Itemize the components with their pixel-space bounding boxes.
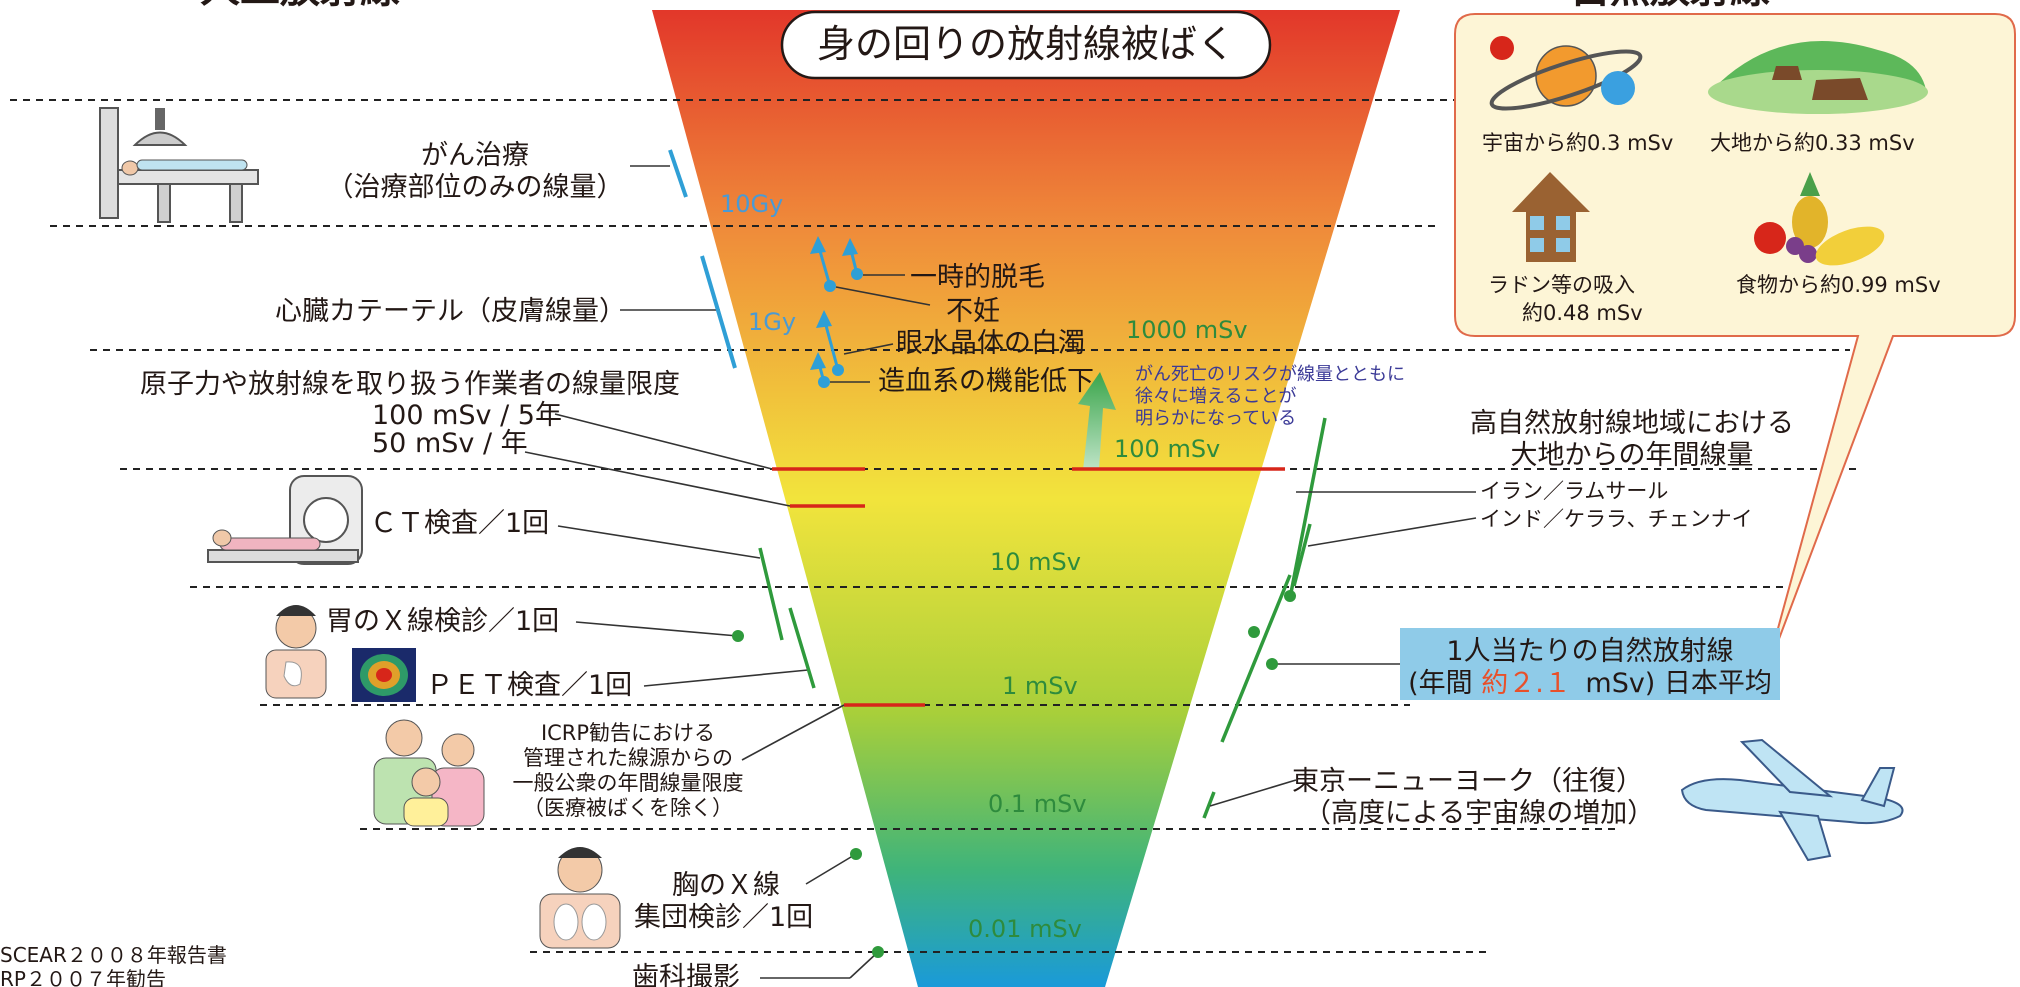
dose-limit-lines <box>772 467 1285 707</box>
family-icon <box>373 719 485 827</box>
ct-scanner-icon <box>207 475 363 565</box>
icrp-limit-line-3: 一般公衆の年間線量限度 <box>513 771 744 795</box>
planet-icon <box>1489 36 1643 111</box>
chest-xray-label: 胸のＸ線 <box>672 870 780 901</box>
cancer-risk-line-2: 徐々に増えることが <box>1135 386 1296 407</box>
scale-label-10gy: 10Gy <box>720 190 783 218</box>
scale-label-1msv: 1 mSv <box>1002 672 1078 700</box>
high-background-area-sublabel: 大地からの年間線量 <box>1511 440 1754 471</box>
ct-exam-label: ＣＴ検査／1回 <box>370 508 549 539</box>
japan-average-value: 約２.１ <box>1481 668 1571 699</box>
cancer-treatment-label: がん治療 <box>421 140 529 171</box>
scale-label-0.01msv: 0.01 mSv <box>968 915 1082 943</box>
natural-radiation-box <box>1454 13 2016 677</box>
dental-xray-label: 歯科撮影 <box>632 962 740 987</box>
worker-limit-label: 原子力や放射線を取り扱う作業者の線量限度 <box>140 369 680 400</box>
worker-limit-5yr: 100 mSv / 5年 <box>372 400 562 431</box>
icrp-limit-line-4: （医療被ばくを除く） <box>523 796 733 820</box>
icrp-limit-line-1: ICRP勧告における <box>541 721 715 745</box>
india-kerala-label: インド／ケララ、チェンナイ <box>1480 507 1753 531</box>
ground-horses-icon <box>1708 41 1928 114</box>
airplane-icon <box>1680 738 1904 862</box>
tokyo-ny-flight-label: 東京ーニューヨーク（往復） <box>1292 766 1643 797</box>
radiotherapy-icon <box>99 107 259 223</box>
scale-label-1gy: 1Gy <box>748 308 796 336</box>
cancer-treatment-sublabel: （治療部位のみの線量） <box>327 172 624 203</box>
scale-lines <box>10 99 1860 953</box>
japan-average-line-2: (年間 約２.１ mSv) 日本平均 <box>1408 668 1772 699</box>
pet-exam-label: ＰＥＴ検査／1回 <box>426 670 632 701</box>
ground-radiation-label: 大地から約0.33 mSv <box>1710 131 1915 155</box>
effect-cataract: 眼水晶体の白濁 <box>896 328 1085 359</box>
effect-arrows <box>810 236 931 388</box>
house-icon <box>1512 172 1590 262</box>
page-title: 身の回りの放射線被ばく <box>817 22 1235 66</box>
scale-label-100msv: 100 mSv <box>1114 435 1220 463</box>
pet-scan-image-icon <box>352 648 416 702</box>
scale-label-1000msv: 1000 mSv <box>1126 316 1248 344</box>
japan-average-box <box>1400 628 1780 700</box>
effect-hematopoietic: 造血系の機能低下 <box>878 366 1094 397</box>
high-background-area-label: 高自然放射線地域における <box>1470 408 1794 439</box>
effect-hair-loss: 一時的脱毛 <box>910 262 1045 293</box>
stomach-xray-person-icon <box>265 605 327 699</box>
radon-value: 約0.48 mSv <box>1522 301 1643 325</box>
tokyo-ny-flight-sublabel: （高度による宇宙線の増加） <box>1304 798 1654 829</box>
iran-ramsar-label: イラン／ラムサール <box>1480 479 1668 503</box>
artificial-radiation-heading: 人工放射線 <box>200 0 400 12</box>
cancer-risk-line-1: がん死亡のリスクが線量とともに <box>1135 364 1405 385</box>
food-icon <box>1754 172 1885 266</box>
stomach-xray-label: 胃のＸ線検診／1回 <box>326 606 559 637</box>
effect-sterility: 不妊 <box>946 296 1000 327</box>
scale-label-0.1msv: 0.1 mSv <box>988 790 1087 818</box>
natural-radiation-heading: 自然放射線 <box>1570 0 1770 12</box>
source-note-1: SCEAR２００８年報告書 <box>0 943 227 967</box>
space-radiation-label: 宇宙から約0.3 mSv <box>1482 131 1673 155</box>
title-pill <box>780 10 1272 80</box>
chest-xray-sublabel: 集団検診／1回 <box>634 902 813 933</box>
heart-catheter-label: 心臓カテーテル（皮膚線量） <box>275 296 626 327</box>
source-note-2: RP２００７年勧告 <box>0 967 166 987</box>
chest-xray-person-icon <box>539 847 621 949</box>
cancer-risk-line-3: 明らかになっている <box>1135 408 1296 429</box>
worker-limit-1yr: 50 mSv / 年 <box>372 428 528 459</box>
radon-label: ラドン等の吸入 <box>1488 273 1635 297</box>
food-radiation-label: 食物から約0.99 mSv <box>1736 273 1941 297</box>
scale-label-10msv: 10 mSv <box>990 548 1081 576</box>
japan-average-line-1: 1人当たりの自然放射線 <box>1446 636 1733 667</box>
icrp-limit-line-2: 管理された線源からの <box>523 746 733 770</box>
cancer-risk-arrow <box>1078 372 1116 470</box>
dose-funnel <box>652 10 1400 987</box>
